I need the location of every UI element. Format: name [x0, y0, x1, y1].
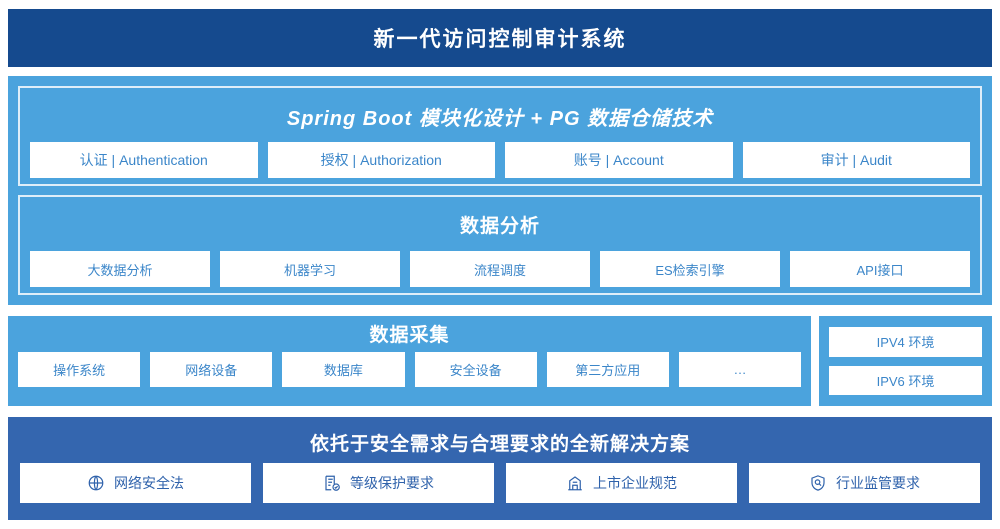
- framework-title: Spring Boot 模块化设计 + PG 数据仓储技术: [286, 108, 714, 130]
- module-es-search-engine[interactable]: ES检索引擎: [600, 251, 780, 287]
- analytics-block: 数据分析 大数据分析 机器学习 流程调度 ES检索引擎 API接口: [18, 195, 982, 295]
- source-network-device[interactable]: 网络设备: [150, 352, 273, 387]
- compliance-listed-enterprise-standard[interactable]: 上市企业规范: [506, 463, 737, 503]
- page-title-bar: 新一代访问控制审计系统: [8, 9, 992, 67]
- module-big-data-analysis[interactable]: 大数据分析: [30, 251, 210, 287]
- data-collection-section: 数据采集 操作系统 网络设备 数据库 安全设备 第三方应用 …: [8, 316, 811, 406]
- source-database[interactable]: 数据库: [282, 352, 405, 387]
- data-collection-title: 数据采集: [369, 325, 450, 346]
- source-third-party-app[interactable]: 第三方应用: [546, 352, 669, 387]
- module-audit[interactable]: 审计 | Audit: [742, 142, 970, 178]
- module-authorization[interactable]: 授权 | Authorization: [267, 142, 495, 178]
- framework-block: Spring Boot 模块化设计 + PG 数据仓储技术 认证 | Authe…: [18, 86, 982, 186]
- compliance-label: 等级保护要求: [350, 475, 434, 491]
- compliance-label: 行业监管要求: [836, 475, 920, 491]
- data-source-row: 操作系统 网络设备 数据库 安全设备 第三方应用 …: [18, 352, 802, 387]
- module-authentication[interactable]: 认证 | Authentication: [30, 142, 258, 178]
- analytics-title: 数据分析: [459, 216, 540, 237]
- network-environment-section: IPV4 环境 IPV6 环境: [819, 316, 992, 406]
- document-check-icon: [323, 474, 341, 492]
- source-more[interactable]: …: [678, 352, 802, 387]
- module-api-interface[interactable]: API接口: [790, 251, 970, 287]
- solution-title: 依托于安全需求与合理要求的全新解决方案: [309, 434, 690, 455]
- framework-module-row: 认证 | Authentication 授权 | Authorization 账…: [30, 142, 970, 178]
- source-operating-system[interactable]: 操作系统: [18, 352, 141, 387]
- module-machine-learning[interactable]: 机器学习: [220, 251, 400, 287]
- bank-icon: [566, 474, 584, 492]
- compliance-mlps-requirement[interactable]: 等级保护要求: [263, 463, 494, 503]
- compliance-row: 网络安全法 等级保护要求: [20, 463, 980, 503]
- module-process-scheduling[interactable]: 流程调度: [410, 251, 590, 287]
- page-title: 新一代访问控制审计系统: [373, 28, 627, 51]
- compliance-industry-regulation[interactable]: 行业监管要求: [749, 463, 980, 503]
- environment-ipv6[interactable]: IPV6 环境: [829, 365, 982, 395]
- module-account[interactable]: 账号 | Account: [505, 142, 733, 178]
- source-security-device[interactable]: 安全设备: [414, 352, 537, 387]
- analytics-module-row: 大数据分析 机器学习 流程调度 ES检索引擎 API接口: [30, 251, 970, 287]
- solution-section: 依托于安全需求与合理要求的全新解决方案 网络安全法: [8, 417, 992, 520]
- compliance-label: 上市企业规范: [593, 475, 677, 491]
- environment-stack: IPV4 环境 IPV6 环境: [829, 327, 982, 395]
- compliance-cybersecurity-law[interactable]: 网络安全法: [20, 463, 251, 503]
- compliance-label: 网络安全法: [114, 475, 184, 491]
- environment-ipv4[interactable]: IPV4 环境: [829, 327, 982, 357]
- platform-section: Spring Boot 模块化设计 + PG 数据仓储技术 认证 | Authe…: [8, 76, 992, 305]
- shield-search-icon: [809, 474, 827, 492]
- globe-icon: [87, 474, 105, 492]
